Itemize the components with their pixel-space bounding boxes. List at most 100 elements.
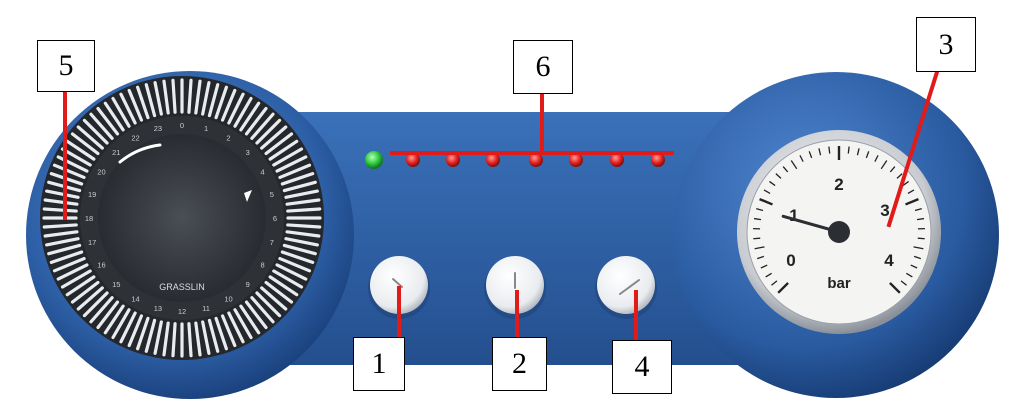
timer-segment[interactable] [136, 316, 150, 351]
timer-segment[interactable] [286, 223, 322, 229]
timer-segment[interactable] [45, 237, 80, 247]
timer-segment[interactable] [111, 96, 131, 128]
timer-segment[interactable] [214, 85, 228, 120]
timer-segment[interactable] [103, 101, 125, 132]
timer-segment[interactable] [220, 88, 237, 122]
timer-segment[interactable] [214, 316, 228, 351]
timer-segment[interactable] [280, 172, 315, 186]
timer-segment[interactable] [127, 88, 144, 122]
timer-segment[interactable] [255, 118, 282, 145]
timer-segment[interactable] [162, 321, 170, 357]
knob-4-indicator [619, 279, 640, 295]
timer-segment[interactable] [47, 243, 82, 256]
timer-segment[interactable] [207, 318, 220, 353]
timer-segment[interactable] [43, 198, 79, 206]
timer-segment[interactable] [284, 237, 319, 247]
timer-segment[interactable] [187, 78, 193, 114]
timer-segment[interactable] [70, 132, 100, 156]
timer-segment[interactable] [227, 311, 245, 344]
timer-segment[interactable] [42, 207, 78, 213]
timer-segment[interactable] [65, 275, 96, 297]
timer-segment[interactable] [171, 78, 177, 114]
knob-4[interactable] [595, 256, 657, 319]
timer-segment[interactable] [268, 139, 299, 161]
timer-segment[interactable] [70, 280, 100, 304]
timer-segment[interactable] [103, 304, 125, 335]
timer-segment[interactable] [119, 92, 137, 125]
timer-segment[interactable] [76, 125, 104, 150]
timer-segment[interactable] [162, 79, 170, 115]
timer-segment[interactable] [194, 321, 202, 357]
timer-segment[interactable] [136, 85, 150, 120]
timer-segment[interactable] [153, 320, 163, 355]
timer-segment[interactable] [96, 106, 120, 136]
timer-segment[interactable] [201, 320, 211, 355]
timer-segment[interactable] [111, 308, 131, 340]
timer-segment[interactable] [250, 112, 275, 140]
timer-segment[interactable] [96, 300, 120, 330]
timer-segment[interactable] [194, 79, 202, 115]
timer-segment[interactable] [89, 296, 114, 324]
timer-segment[interactable] [144, 83, 157, 118]
timer-segment[interactable] [42, 223, 78, 229]
timer-segment[interactable] [65, 139, 96, 161]
gauge-tick [914, 208, 922, 212]
timer-segment[interactable] [260, 125, 288, 150]
leader-lines [63, 69, 940, 342]
gauge-tick [763, 189, 771, 194]
timer-segment[interactable] [278, 163, 312, 180]
timer-segment[interactable] [43, 230, 79, 238]
timer-segment[interactable] [60, 269, 92, 289]
timer-segment[interactable] [153, 81, 163, 116]
timer-segment[interactable] [264, 280, 294, 304]
timer-segment[interactable] [282, 243, 317, 256]
timer-segment[interactable] [187, 322, 193, 358]
timer-segment[interactable] [268, 275, 299, 297]
knob-2[interactable] [484, 256, 546, 319]
timer-segment[interactable] [233, 96, 253, 128]
timer-segment[interactable] [286, 207, 322, 213]
timer-segment[interactable] [56, 263, 89, 281]
timer-segment[interactable] [227, 92, 245, 125]
timer-segment[interactable] [82, 291, 109, 318]
timer-segment[interactable] [250, 296, 275, 324]
timer-segment[interactable] [89, 112, 114, 140]
timer-segment[interactable] [82, 118, 109, 145]
timer-segment[interactable] [284, 189, 319, 199]
timer-segment[interactable] [52, 163, 86, 180]
timer-segment[interactable] [60, 147, 92, 167]
timer-segment[interactable] [144, 318, 157, 353]
timer-segment[interactable] [285, 198, 321, 206]
timer-segment[interactable] [119, 311, 137, 344]
timer-segment[interactable] [45, 189, 80, 199]
timer-segment[interactable] [171, 322, 177, 358]
timer-segment[interactable] [272, 269, 304, 289]
gauge-ticks [753, 146, 925, 294]
timer-segment[interactable] [239, 304, 261, 335]
timer-segment[interactable] [52, 256, 86, 273]
timer-segment[interactable] [272, 147, 304, 167]
timer-segment[interactable] [76, 286, 104, 311]
timer-segment[interactable] [220, 314, 237, 348]
timer-segment[interactable] [201, 81, 211, 116]
timer-segment[interactable] [49, 250, 84, 264]
timer-segment[interactable] [280, 250, 315, 264]
timer-segment[interactable] [285, 230, 321, 238]
timer-segment[interactable] [278, 256, 312, 273]
timer-segment[interactable] [275, 263, 308, 281]
timer-segment[interactable] [207, 83, 220, 118]
timer-segment[interactable] [264, 132, 294, 156]
timer-segment[interactable] [127, 314, 144, 348]
timer-segment[interactable] [260, 286, 288, 311]
gauge-tick [790, 160, 798, 170]
timer-segment[interactable] [244, 106, 268, 136]
timer-segment[interactable] [275, 155, 308, 173]
timer-segment[interactable] [244, 300, 268, 330]
timer-segment[interactable] [282, 180, 317, 193]
callout-6: 6 [513, 40, 573, 94]
timer-segment[interactable] [255, 291, 282, 318]
timer-segment[interactable] [239, 101, 261, 132]
timer-segment[interactable] [233, 308, 253, 340]
